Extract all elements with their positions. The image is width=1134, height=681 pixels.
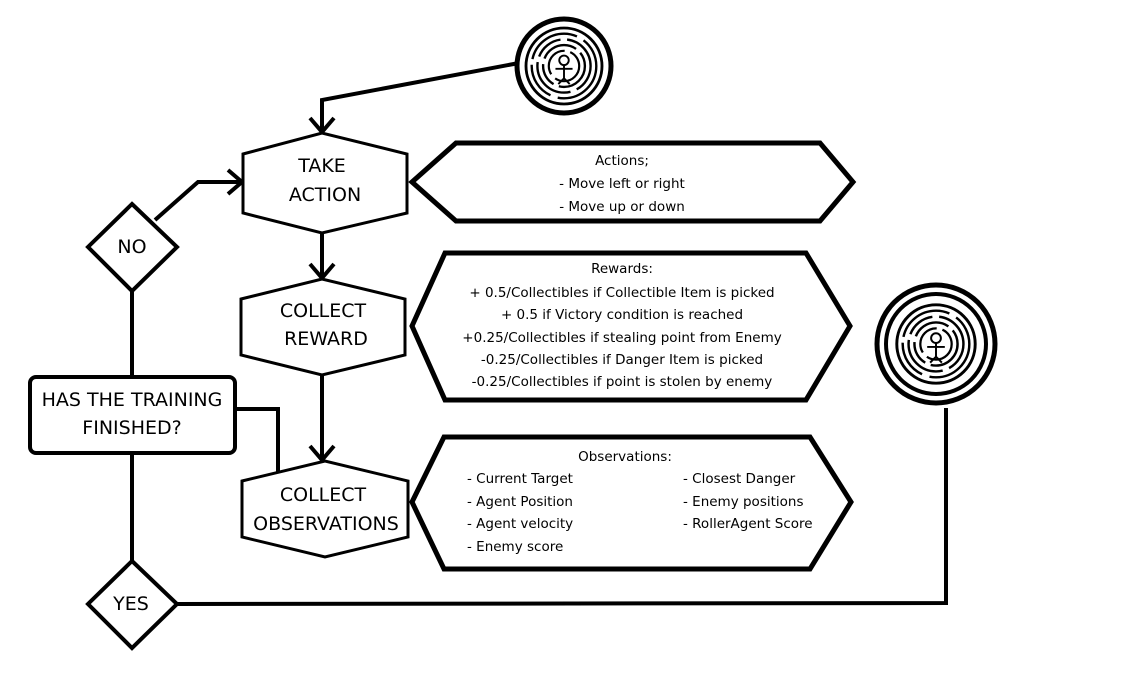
collect-reward-line2: REWARD: [284, 328, 368, 350]
observations-left-4: - Enemy score: [467, 539, 563, 555]
actions-panel: Actions; - Move left or right - Move up …: [408, 140, 857, 224]
actions-item-1: - Move left or right: [559, 176, 685, 192]
observations-right-2: - Enemy positions: [683, 494, 804, 510]
rewards-title: Rewards:: [591, 261, 653, 277]
yes-to-end-line: [176, 408, 948, 606]
maze-logo-start-icon: [514, 16, 614, 116]
observations-title: Observations:: [578, 449, 672, 465]
collect-reward-node: COLLECT REWARD: [239, 277, 407, 377]
collect-observations-node: COLLECT OBSERVATIONS: [240, 459, 410, 559]
yes-label: YES: [112, 593, 149, 615]
yes-diamond: YES: [85, 558, 180, 651]
observations-left-3: - Agent velocity: [467, 516, 573, 532]
take-action-line2: ACTION: [289, 184, 361, 206]
collect-observations-line1: COLLECT: [280, 484, 367, 506]
rewards-item-3: +0.25/Collectibles if stealing point fro…: [462, 330, 781, 346]
decision-line2: FINISHED?: [82, 417, 181, 439]
observations-panel: Observations: - Current Target - Agent P…: [409, 434, 854, 572]
decision-line1: HAS THE TRAINING: [42, 389, 223, 411]
no-diamond: NO: [85, 201, 180, 294]
rewards-item-4: -0.25/Collectibles if Danger Item is pic…: [481, 352, 763, 368]
rewards-panel: Rewards: + 0.5/Collectibles if Collectib…: [409, 250, 853, 403]
connectors: [130, 61, 948, 606]
take-action-node: TAKE ACTION: [241, 131, 409, 235]
observations-right-3: - RollerAgent Score: [683, 516, 813, 532]
observations-left-2: - Agent Position: [467, 494, 573, 510]
no-to-take-action-line: [153, 180, 242, 222]
observations-arrowhead: [308, 444, 336, 464]
rewards-item-1: + 0.5/Collectibles if Collectible Item i…: [469, 285, 774, 301]
collect-reward-line1: COLLECT: [280, 300, 367, 322]
observations-left-1: - Current Target: [467, 471, 573, 487]
actions-item-2: - Move up or down: [559, 199, 685, 215]
take-action-line1: TAKE: [297, 155, 346, 177]
start-to-take-action-line: [320, 61, 520, 131]
rewards-item-2: + 0.5 if Victory condition is reached: [501, 307, 743, 323]
rewards-item-5: -0.25/Collectibles if point is stolen by…: [472, 374, 773, 390]
observations-right-1: - Closest Danger: [683, 471, 796, 487]
observations-to-decision-line: [235, 407, 280, 475]
training-finished-decision: HAS THE TRAINING FINISHED?: [28, 375, 237, 455]
actions-title: Actions;: [595, 153, 649, 169]
maze-logo-end-icon: [874, 282, 998, 406]
collect-observations-line2: OBSERVATIONS: [253, 513, 399, 535]
no-label: NO: [117, 236, 146, 258]
